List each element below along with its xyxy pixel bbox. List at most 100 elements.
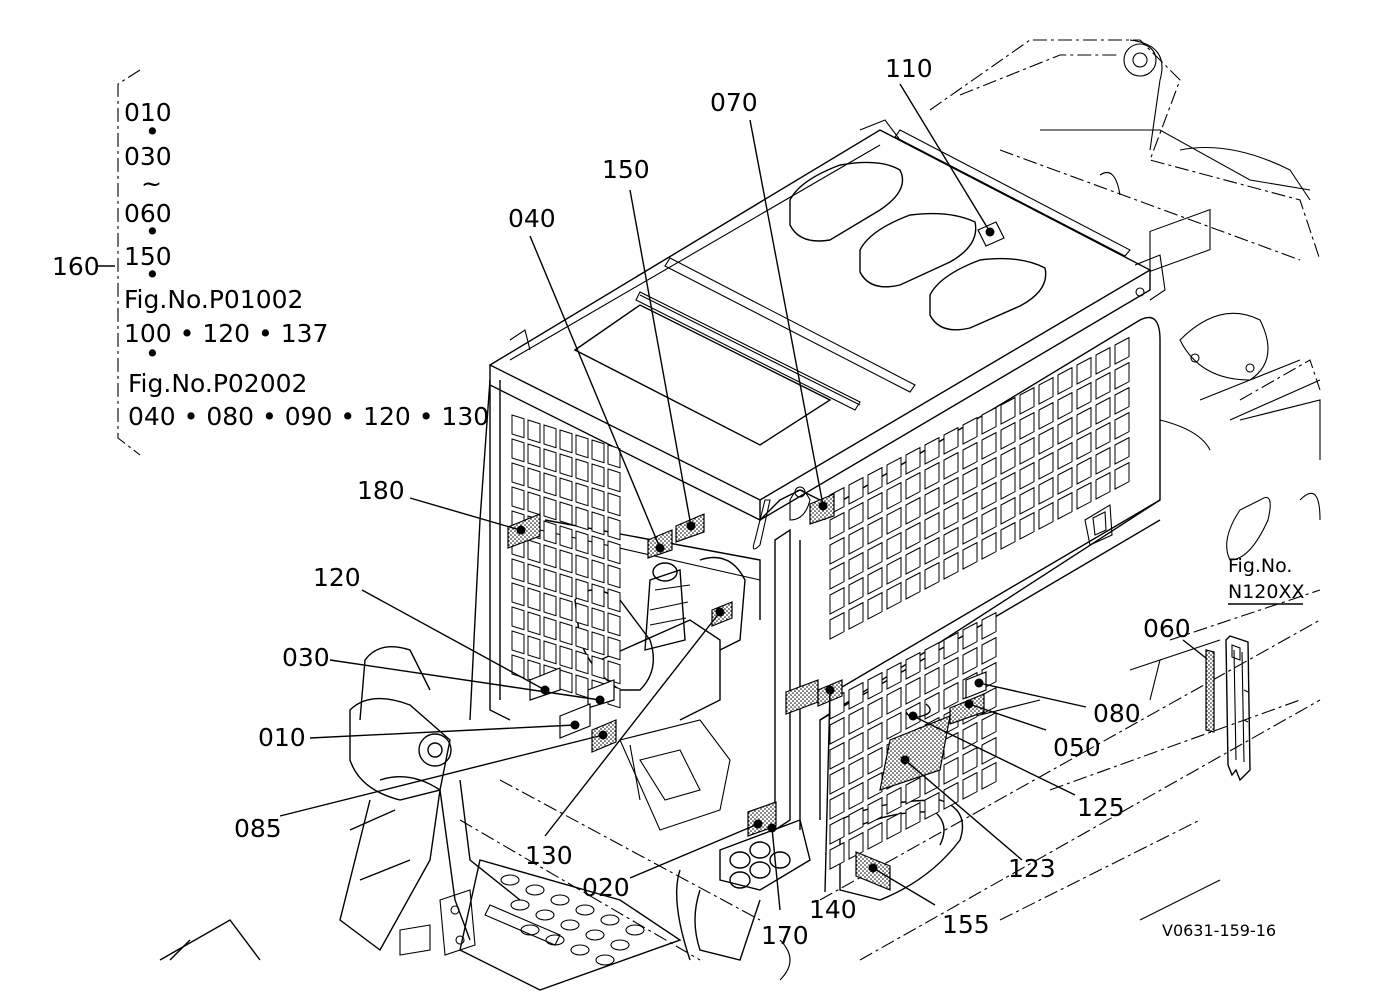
callout-180: 180 <box>357 476 405 505</box>
screen-cell <box>829 611 845 640</box>
screen-cell <box>543 592 557 617</box>
screen-cell <box>559 477 573 502</box>
screen-cell <box>886 456 902 485</box>
screen-cell <box>867 466 883 495</box>
screen-cell <box>867 671 883 700</box>
screen-cell <box>905 571 921 600</box>
screen-cell <box>511 462 525 487</box>
legend-line: Fig.No.P01002 <box>124 285 303 314</box>
screen-cell <box>591 559 605 584</box>
screen-cell <box>575 434 589 459</box>
screen-cell <box>943 756 959 785</box>
screen-cell <box>591 439 605 464</box>
screen-cell <box>1038 451 1054 480</box>
screen-cell <box>1019 386 1035 415</box>
screen-cell <box>1057 416 1073 445</box>
legend-line: • <box>145 117 160 146</box>
inset-fig-label: Fig.No. <box>1228 555 1292 577</box>
legend-line: • <box>145 260 160 289</box>
screen-cell <box>1057 391 1073 420</box>
screen-cell <box>867 541 883 570</box>
screen-cell <box>607 444 621 469</box>
screen-cell <box>943 681 959 710</box>
screen-cell <box>848 706 864 735</box>
screen-cell <box>943 451 959 480</box>
screen-cell <box>981 761 997 790</box>
screen-cell <box>607 660 621 685</box>
screen-cell <box>1114 336 1130 365</box>
screen-cell <box>559 645 573 670</box>
screen-cell <box>924 461 940 490</box>
screen-cell <box>867 696 883 725</box>
screen-cell <box>848 781 864 810</box>
screen-cell <box>1095 471 1111 500</box>
screen-cell <box>1038 476 1054 505</box>
screen-cell <box>943 476 959 505</box>
screen-cell <box>575 506 589 531</box>
screen-cell <box>886 506 902 535</box>
screen-cell <box>867 591 883 620</box>
legend-line: ~ <box>141 169 162 198</box>
screen-cell <box>1057 441 1073 470</box>
screen-cell <box>1114 386 1130 415</box>
screen-cell <box>511 654 525 679</box>
screen-cell <box>867 746 883 775</box>
legend-line: 060 <box>124 199 172 228</box>
screen-cell <box>527 587 541 612</box>
screen-cell <box>575 602 589 627</box>
screen-cell <box>607 540 621 565</box>
screen-cell <box>943 656 959 685</box>
screen-cell <box>829 536 845 565</box>
screen-cell <box>848 731 864 760</box>
screen-cell <box>543 568 557 593</box>
screen-cell <box>591 583 605 608</box>
screen-cell <box>867 721 883 750</box>
callout-123: 123 <box>1008 854 1056 883</box>
screen-cell <box>905 496 921 525</box>
screen-cell <box>511 606 525 631</box>
screen-cell <box>559 597 573 622</box>
screen-cell <box>511 438 525 463</box>
screen-cell <box>867 491 883 520</box>
screen-cell <box>543 448 557 473</box>
screen-cell <box>543 424 557 449</box>
screen-cell <box>1076 356 1092 385</box>
legend-line: 040 • 080 • 090 • 120 • 130 <box>128 402 489 431</box>
screen-cell <box>575 530 589 555</box>
callout-155: 155 <box>942 910 990 939</box>
screen-cell <box>924 561 940 590</box>
screen-cell <box>848 501 864 530</box>
screen-cell <box>559 573 573 598</box>
screen-cell <box>905 651 921 680</box>
callout-170: 170 <box>761 921 809 950</box>
screen-cell <box>924 436 940 465</box>
screen-cell <box>962 541 978 570</box>
callout-085: 085 <box>234 814 282 843</box>
screen-cell <box>981 506 997 535</box>
screen-cell <box>1076 406 1092 435</box>
screen-cell <box>1095 396 1111 425</box>
screen-cell <box>829 741 845 770</box>
legend-line: • <box>145 217 160 246</box>
callout-150: 150 <box>602 155 650 184</box>
screen-cell <box>575 578 589 603</box>
screen-cell <box>886 711 902 740</box>
inset-fig-number: N120XX <box>1228 581 1305 603</box>
screen-cell <box>829 816 845 845</box>
screen-cell <box>607 588 621 613</box>
screen-cell <box>981 406 997 435</box>
screen-cell <box>511 582 525 607</box>
screen-cell <box>559 429 573 454</box>
legend-bracket <box>117 69 141 456</box>
screen-cell <box>527 611 541 636</box>
screen-cell <box>867 771 883 800</box>
screen-cell <box>1000 446 1016 475</box>
screen-cell <box>829 766 845 795</box>
screen-cell <box>924 791 940 820</box>
screen-cell <box>591 607 605 632</box>
screen-cell <box>559 453 573 478</box>
screen-cell <box>1076 456 1092 485</box>
screen-cell <box>886 686 902 715</box>
screen-cell <box>962 416 978 445</box>
screen-cell <box>559 669 573 694</box>
